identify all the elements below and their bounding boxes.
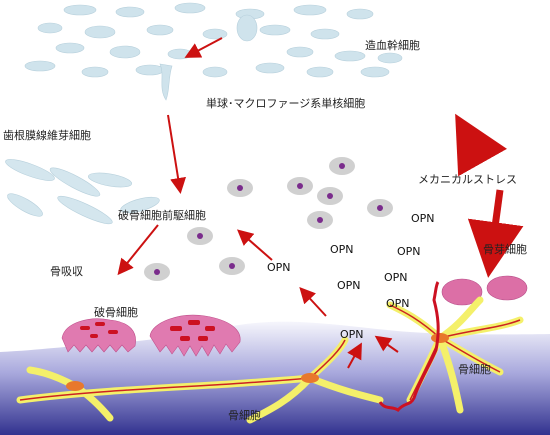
label-hematopoietic: 造血幹細胞 xyxy=(365,39,420,52)
label-mechanical: メカニカルストレス xyxy=(418,173,517,186)
opn-label: OPN xyxy=(397,245,421,258)
label-monocyte: 単球･マクロファージ系単核細胞 xyxy=(206,97,366,110)
opn-label: OPN xyxy=(337,279,361,292)
opn-label: OPN xyxy=(330,243,354,256)
label-osteocyte-bottom: 骨細胞 xyxy=(228,409,261,422)
opn-label: OPN xyxy=(384,271,408,284)
osteoclast-center xyxy=(149,314,241,357)
monocytic-cells xyxy=(144,157,393,281)
osteocyte-nuclei xyxy=(66,333,449,391)
osteoblasts xyxy=(441,275,528,306)
opn-label: OPN xyxy=(411,212,435,225)
label-osteocyte-right: 骨細胞 xyxy=(458,363,491,376)
label-osteoclast: 破骨細胞 xyxy=(94,306,138,319)
gap-junction-line xyxy=(378,281,440,412)
label-preosteoclast: 破骨細胞前駆細胞 xyxy=(118,209,206,222)
pdl-fibroblasts xyxy=(5,159,160,225)
opn-label: OPN xyxy=(386,297,410,310)
label-osteoblast: 骨芽細胞 xyxy=(483,243,527,256)
osteoclast-left xyxy=(61,318,136,353)
opn-label: OPN xyxy=(340,328,364,341)
arrows xyxy=(117,37,399,369)
opn-label: OPN xyxy=(267,261,291,274)
mech-arrow-down xyxy=(467,189,524,278)
hematopoietic-stem-cells xyxy=(24,2,403,101)
mech-arrow-up xyxy=(455,113,507,177)
label-pdl: 歯根膜線維芽細胞 xyxy=(3,129,91,142)
label-resorption: 骨吸収 xyxy=(50,265,83,278)
